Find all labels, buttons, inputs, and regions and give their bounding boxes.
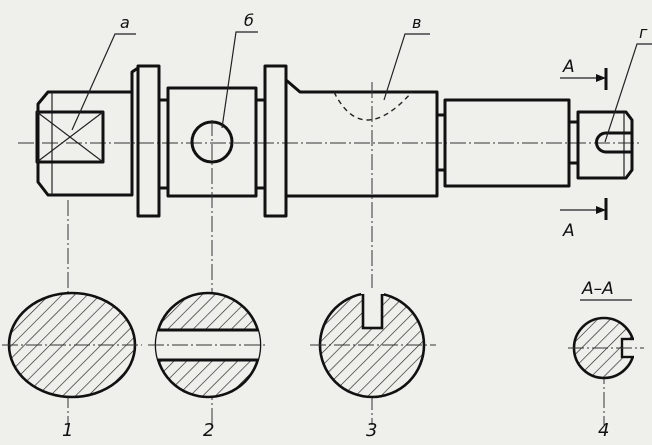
section-arrow-label-bottom: А <box>562 221 575 241</box>
label-feature-a: а <box>120 13 130 32</box>
flat-feature-a <box>35 110 105 164</box>
leader-lines <box>71 31 652 143</box>
slot-feature-g <box>595 131 632 154</box>
section-number-1: 1 <box>62 420 73 441</box>
section-1 <box>2 291 142 399</box>
section-4 <box>568 299 644 380</box>
label-feature-g: г <box>639 23 648 42</box>
section-2 <box>148 291 268 399</box>
section-view-title: А–А <box>581 279 614 299</box>
section-number-3: 3 <box>366 420 377 441</box>
section-number-2: 2 <box>203 420 214 441</box>
section-number-4: 4 <box>598 420 609 441</box>
keyway-feature-v <box>333 91 413 121</box>
section-arrow-label-top: А <box>562 57 575 77</box>
label-feature-v: в <box>412 13 421 32</box>
section-cut-marks <box>560 68 608 220</box>
label-feature-b: б <box>244 11 254 30</box>
shaft-body <box>36 64 634 218</box>
section-3 <box>310 288 436 399</box>
